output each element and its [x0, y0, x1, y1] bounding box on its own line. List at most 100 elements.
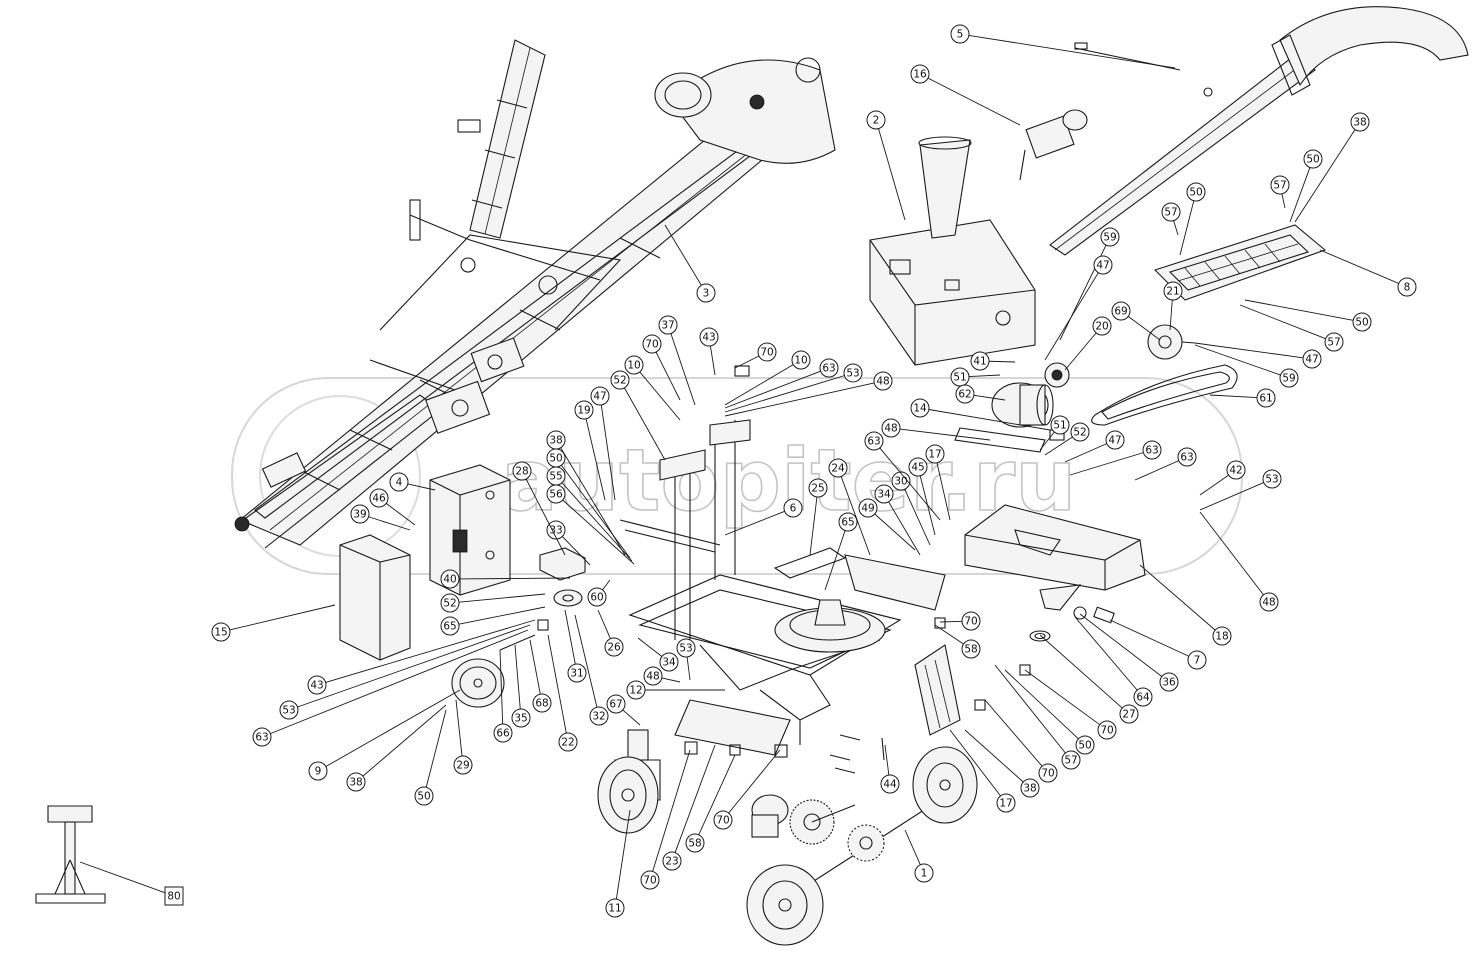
leader-line	[297, 624, 531, 708]
part-61-belts	[1091, 364, 1238, 426]
callout-56: 56	[546, 484, 635, 565]
callout-24: 24	[828, 458, 871, 556]
leader-line	[809, 496, 818, 556]
leader-line	[1209, 394, 1258, 398]
callout-circle	[1397, 277, 1417, 297]
callout-3: 3	[664, 224, 716, 303]
callout-circle	[1092, 316, 1112, 336]
leader-line	[561, 536, 591, 566]
leader-line	[270, 629, 529, 735]
callout-number: 63	[255, 732, 268, 744]
callout-circle	[610, 370, 630, 390]
leader-line	[499, 649, 504, 725]
callout-50: 50	[1289, 149, 1323, 223]
callout-circle	[308, 761, 328, 781]
callout-14: 14	[910, 398, 1051, 431]
callout-circle	[662, 851, 682, 871]
callout-2: 2	[866, 110, 906, 221]
leader-line	[1199, 482, 1264, 511]
discharge-chute	[1049, 6, 1469, 256]
callout-circle	[685, 833, 705, 853]
part-24-plate	[844, 554, 946, 611]
callout-number: 25	[811, 483, 824, 495]
leader-line	[514, 644, 521, 710]
callout-59: 59	[1194, 344, 1299, 388]
callout-48: 48	[643, 666, 681, 686]
leader-line	[458, 593, 546, 603]
leader-line	[661, 677, 681, 683]
leader-line	[698, 754, 736, 835]
leader-line	[1169, 299, 1173, 331]
callout-number: 33	[549, 525, 562, 537]
callout-35: 35	[511, 644, 531, 728]
callout-50: 50	[414, 709, 447, 806]
callout-circle	[350, 504, 370, 524]
callout-51: 51	[950, 367, 1001, 387]
callout-number: 48	[884, 423, 897, 435]
callout-53: 53	[676, 638, 696, 681]
callout-number: 53	[679, 643, 692, 655]
callout-number: 70	[643, 875, 656, 887]
callout-circle	[558, 732, 578, 752]
leader-line	[615, 809, 631, 900]
leader-line	[561, 482, 633, 562]
callout-circle	[1226, 460, 1246, 480]
callout-number: 63	[822, 363, 835, 375]
callout-number: 50	[1306, 154, 1319, 166]
part-4-control-box	[429, 464, 511, 596]
callout-number: 50	[1078, 740, 1091, 752]
callout-circle	[696, 283, 716, 303]
callout-57: 57	[1239, 304, 1344, 352]
callout-4: 4	[389, 472, 436, 492]
callout-18: 18	[1139, 564, 1232, 646]
callout-10: 10	[624, 355, 681, 421]
callout-43: 43	[307, 619, 536, 695]
callout-27: 27	[1039, 634, 1139, 724]
callout-circle	[873, 371, 893, 391]
callout-number: 47	[1096, 260, 1109, 272]
leader-line	[425, 709, 447, 788]
callout-39: 39	[350, 504, 411, 531]
callout-41: 41	[970, 351, 1016, 371]
callout-circle	[532, 693, 552, 713]
leader-line	[686, 656, 691, 681]
callout-circle	[1163, 281, 1183, 301]
callout-51: 51	[1039, 415, 1070, 451]
callout-number: 59	[1282, 373, 1295, 385]
callout-70: 70	[1024, 669, 1117, 740]
callout-circle	[590, 386, 610, 406]
callout-number: 11	[608, 903, 621, 915]
callout-number: 63	[1180, 452, 1193, 464]
callout-70: 70	[642, 334, 681, 401]
callout-number: 61	[1259, 393, 1272, 405]
callout-circle	[950, 24, 970, 44]
leader-line	[655, 351, 681, 401]
callout-number: 52	[443, 598, 456, 610]
callout-circle	[640, 870, 660, 890]
part-7-fitting	[1073, 606, 1115, 624]
leader-line	[840, 476, 871, 556]
callout-number: 10	[627, 360, 640, 372]
callout-48: 48	[1199, 511, 1279, 612]
callout-number: 47	[593, 391, 606, 403]
callout-6: 6	[724, 498, 803, 536]
callout-number: 41	[973, 356, 986, 368]
callout-circle	[914, 863, 934, 883]
callout-circle	[961, 611, 981, 631]
callout-square	[164, 886, 184, 906]
callout-63: 63	[864, 431, 941, 521]
leader-line	[458, 577, 571, 580]
callout-circle	[440, 593, 460, 613]
callout-68: 68	[529, 639, 552, 713]
callout-circle	[1038, 763, 1058, 783]
callout-47: 47	[1044, 255, 1113, 361]
gear-motor	[751, 794, 789, 838]
callout-number: 48	[646, 671, 659, 683]
callout-circle	[1159, 672, 1179, 692]
leader-line	[1064, 443, 1107, 463]
callout-47: 47	[1194, 342, 1322, 369]
leader-line	[728, 749, 781, 814]
callout-circle	[910, 398, 930, 418]
callout-29: 29	[453, 699, 473, 775]
